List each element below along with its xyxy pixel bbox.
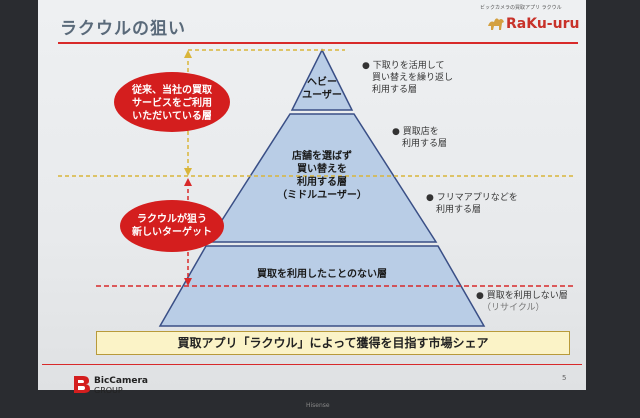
oval-current-users xyxy=(114,72,230,132)
oval-current-users-label: 従来、当社の買取 サービスをご利用 いただいている層 xyxy=(132,85,212,122)
oval-new-target-label: ラクウルが狙う 新しいターゲット xyxy=(132,214,212,238)
slide-title: ラクウルの狙い xyxy=(60,19,186,39)
oval-new-target xyxy=(120,200,224,252)
pyramid-bottom-label: 買取を利用したことのない層 xyxy=(257,269,387,280)
biccamera-logo-icon xyxy=(74,376,90,393)
page-number: 5 xyxy=(562,374,567,382)
title-divider xyxy=(58,42,578,44)
market-share-banner: 買取アプリ「ラクウル」によって獲得を目指す市場シェア xyxy=(96,331,570,355)
logo-tagline: ビックカメラの買取アプリ ラクウル xyxy=(480,5,562,11)
footer-divider xyxy=(42,364,582,365)
company-name: BicCamera GROUP xyxy=(94,376,148,395)
monitor-brand: Hisense xyxy=(306,402,330,409)
camel-logo-icon xyxy=(488,18,504,30)
right-label-none: ● 買取を利用しない層 （リサイクル） xyxy=(476,291,568,313)
right-label-shop: ● 買取店を 利用する層 xyxy=(392,127,448,149)
logo-wordmark: RaKu-uru xyxy=(506,16,580,32)
pyramid-top-tier xyxy=(290,48,354,111)
pyramid-middle-label: 店舗を選ばず 買い替えを 利用する層 （ミドルユーザー） xyxy=(277,151,367,201)
right-label-flea: ● フリマアプリなどを 利用する層 xyxy=(426,193,518,215)
pyramid-top-label: ヘビー ユーザー xyxy=(302,77,342,101)
pyramid-middle-tier xyxy=(206,113,438,243)
right-label-heavy: ● 下取りを活用して 買い替えを繰り返し 利用する層 xyxy=(362,61,454,95)
